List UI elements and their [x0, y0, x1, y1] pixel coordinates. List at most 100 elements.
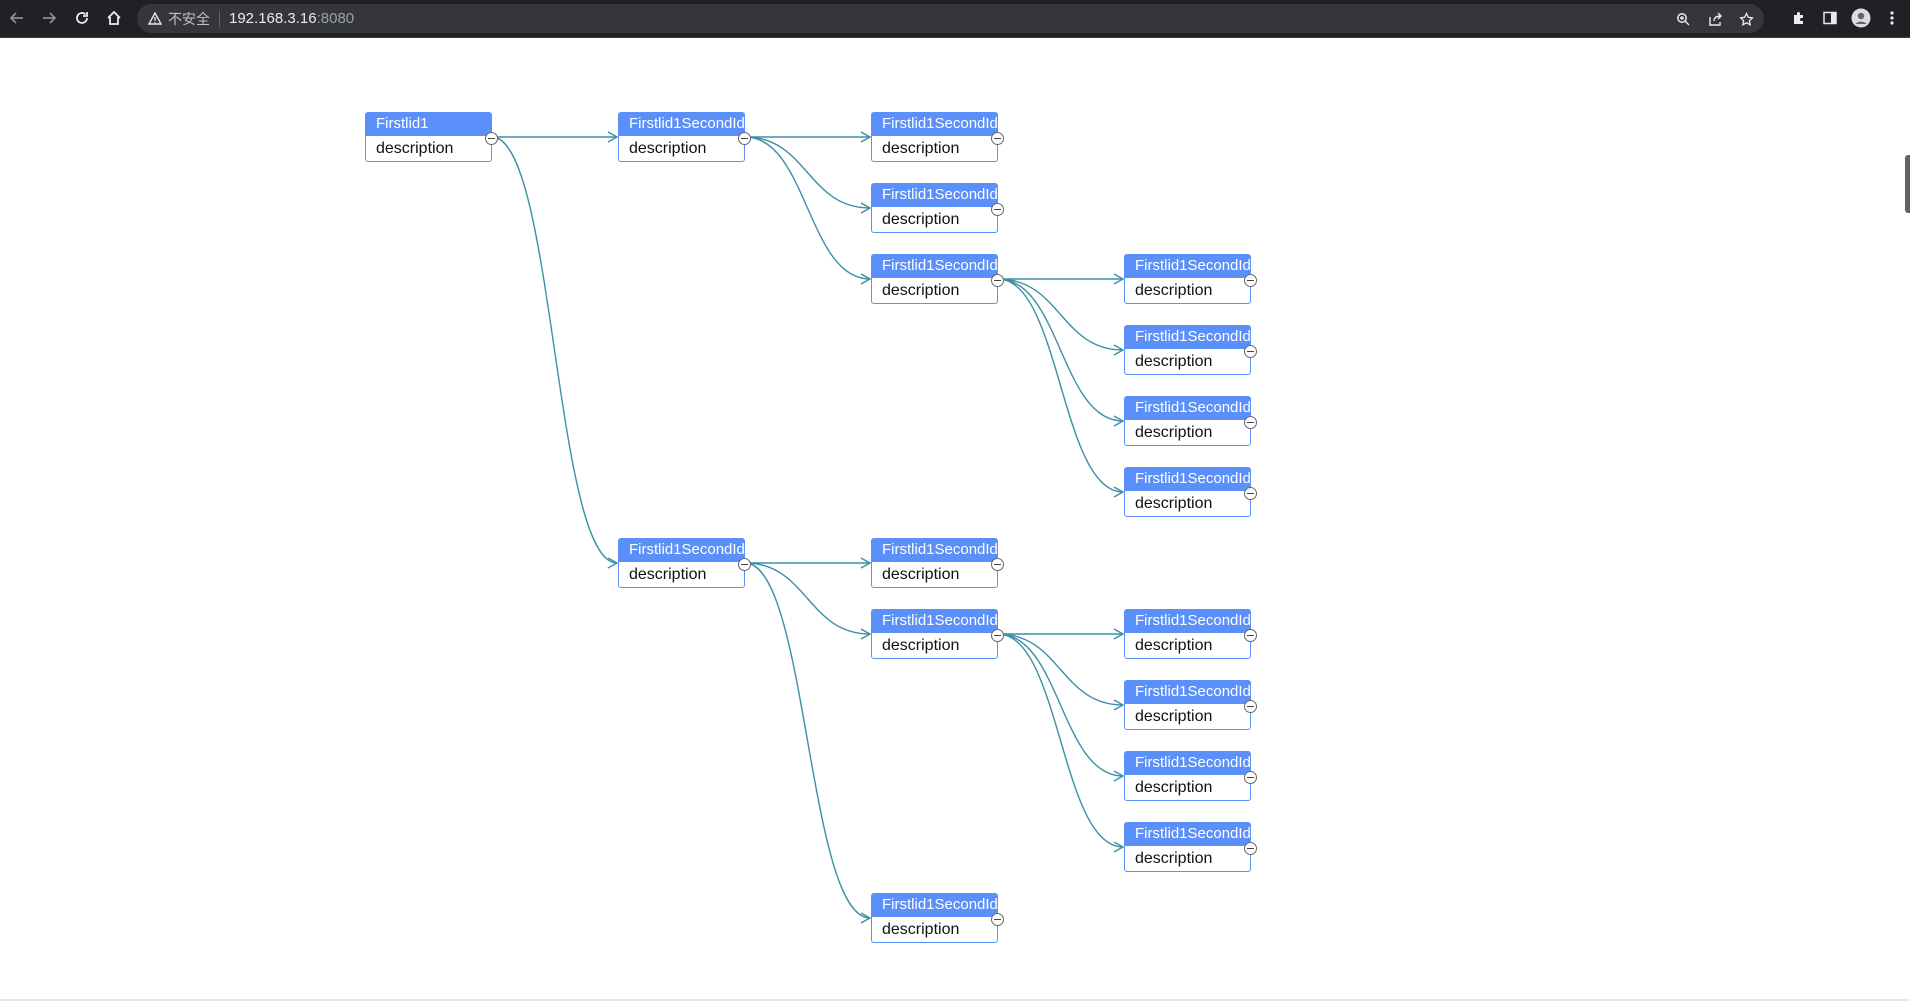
node-description: description [882, 211, 960, 228]
collapse-toggle-icon[interactable] [485, 132, 498, 145]
node-title: Firstlid1SecondId [872, 610, 997, 633]
tree-edge [744, 562, 871, 635]
collapse-toggle-icon[interactable] [1244, 416, 1257, 429]
collapse-toggle-icon[interactable] [991, 203, 1004, 216]
edge-arrowhead [1113, 273, 1125, 285]
edge-arrowhead [860, 912, 872, 924]
collapse-toggle-icon[interactable] [991, 629, 1004, 642]
node-description: description [1135, 637, 1213, 654]
node-description: description [629, 140, 707, 157]
edge-layer [491, 131, 1125, 924]
tree-node[interactable]: Firstlid1SecondId description [871, 609, 1004, 659]
edge-arrowhead [1113, 699, 1125, 711]
node-description: description [1135, 708, 1213, 725]
node-title: Firstlid1SecondId [872, 184, 997, 207]
collapse-toggle-icon[interactable] [1244, 487, 1257, 500]
node-description: description [1135, 424, 1213, 441]
menu-icon[interactable] [1882, 8, 1902, 28]
node-title: Firstlid1SecondId [619, 539, 744, 562]
edge-arrowhead [860, 202, 872, 214]
tree-node[interactable]: Firstlid1SecondId description [1124, 467, 1257, 517]
tree-node[interactable]: Firstlid1SecondId description [1124, 751, 1257, 801]
edge-arrowhead [1113, 770, 1125, 782]
node-title: Firstlid1SecondId [872, 255, 997, 278]
address-divider [219, 10, 220, 27]
node-description: description [1135, 353, 1213, 370]
collapse-toggle-icon[interactable] [1244, 345, 1257, 358]
tree-node[interactable]: Firstlid1SecondId description [1124, 396, 1257, 446]
node-description: description [629, 566, 707, 583]
tree-node[interactable]: Firstlid1SecondId description [1124, 680, 1257, 730]
tree-edge [491, 136, 618, 564]
node-description: description [1135, 779, 1213, 796]
edge-arrowhead [860, 557, 872, 569]
tree-node[interactable]: Firstlid1SecondId description [871, 254, 1004, 304]
node-description: description [376, 140, 454, 157]
node-description: description [882, 140, 960, 157]
node-title: Firstlid1SecondId [1125, 823, 1250, 846]
node-description: description [882, 637, 960, 654]
reload-icon[interactable] [71, 7, 93, 29]
collapse-toggle-icon[interactable] [991, 913, 1004, 926]
node-title: Firstlid1SecondId [1125, 752, 1250, 775]
edge-arrowhead [607, 131, 619, 143]
home-icon[interactable] [103, 7, 125, 29]
star-icon[interactable] [1737, 10, 1755, 28]
address-bar[interactable]: 不安全 192.168.3.16 :8080 [137, 4, 1764, 33]
extensions-icon[interactable] [1788, 8, 1808, 28]
tree-edge [997, 633, 1124, 777]
collapse-toggle-icon[interactable] [1244, 771, 1257, 784]
collapse-toggle-icon[interactable] [991, 274, 1004, 287]
tree-edge [997, 633, 1124, 848]
collapse-toggle-icon[interactable] [1244, 274, 1257, 287]
tree-edge [997, 633, 1124, 706]
node-description: description [882, 282, 960, 299]
browser-toolbar: 不安全 192.168.3.16 :8080 [0, 0, 1910, 38]
tree-edge [744, 136, 871, 209]
back-icon[interactable] [6, 7, 28, 29]
security-label: 不安全 [168, 10, 210, 27]
tree-node[interactable]: Firstlid1SecondId description [871, 183, 1004, 233]
node-title: Firstlid1SecondId [1125, 468, 1250, 491]
forward-icon[interactable] [38, 7, 60, 29]
node-title: Firstlid1SecondId [1125, 326, 1250, 349]
node-description: description [1135, 495, 1213, 512]
node-title: Firstlid1 [366, 113, 491, 136]
tree-node-root[interactable]: Firstlid1 description [365, 112, 498, 162]
tree-node[interactable]: Firstlid1SecondId description [618, 538, 751, 588]
tree-edge [744, 562, 871, 919]
share-icon[interactable] [1706, 10, 1724, 28]
collapse-toggle-icon[interactable] [738, 132, 751, 145]
collapse-toggle-icon[interactable] [738, 558, 751, 571]
edge-arrowhead [860, 273, 872, 285]
scrollbar-thumb[interactable] [1905, 155, 1910, 213]
edge-arrowhead [1113, 344, 1125, 356]
url-port: :8080 [316, 10, 355, 27]
page-bottom-border [0, 999, 1910, 1001]
warning-icon[interactable] [147, 11, 163, 27]
tree-node[interactable]: Firstlid1SecondId description [1124, 325, 1257, 375]
collapse-toggle-icon[interactable] [991, 558, 1004, 571]
tree-edge [997, 278, 1124, 351]
node-description: description [1135, 282, 1213, 299]
edge-arrowhead [1113, 628, 1125, 640]
node-title: Firstlid1SecondId [1125, 681, 1250, 704]
collapse-toggle-icon[interactable] [1244, 700, 1257, 713]
collapse-toggle-icon[interactable] [1244, 842, 1257, 855]
collapse-toggle-icon[interactable] [1244, 629, 1257, 642]
side-panel-icon[interactable] [1820, 8, 1840, 28]
zoom-icon[interactable] [1674, 10, 1692, 28]
node-description: description [882, 921, 960, 938]
collapse-toggle-icon[interactable] [991, 132, 1004, 145]
edge-arrowhead [860, 131, 872, 143]
profile-icon[interactable] [1851, 8, 1871, 28]
node-title: Firstlid1SecondId [1125, 397, 1250, 420]
